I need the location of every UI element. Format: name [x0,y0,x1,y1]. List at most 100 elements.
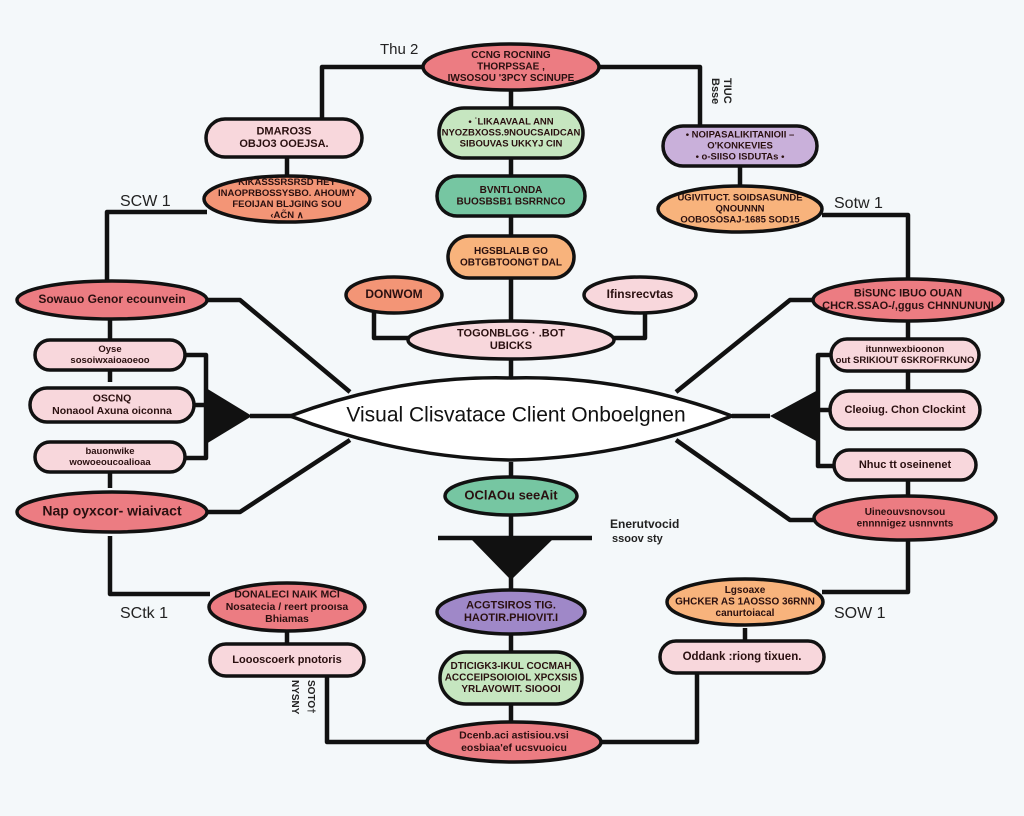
top-group-label: Thu 2 [380,41,418,58]
edge-tr2-right [822,212,911,285]
node-label-line: Oddank :riong tixuen. [683,651,802,663]
node-label-line: itunnwexbioonon [866,344,945,355]
node-right-4[interactable]: Nhuc tt oseinenet [832,448,978,482]
node-shape [208,642,366,678]
edge-left-to-center-upper [205,297,352,394]
node-label-line: Ifinsrecvtas [607,287,674,301]
center-node-title: Visual Clisvatace Client Onboelgnen [346,404,685,427]
node-label-line: wowoeoucoalioaa [68,457,151,468]
node-shape [207,581,367,633]
node-shape [425,720,603,764]
node-top-7[interactable]: Ifinsrecvtas [582,275,698,315]
node-label-line: HAOTIR.PHIOVIT.I [464,612,558,624]
node-label-line: QNOUNNN [715,204,764,215]
bottom-side-label-line-1: Enerutvocid [610,517,679,531]
node-label-line: Nosatecia / reert prooısa [226,601,349,613]
node-label-line: eosbiaa'ef ucsvuoicu [461,742,567,754]
node-shape [421,42,601,92]
node-label-line: ACCCEIPSOIOIOL XPCXSIS [445,673,578,684]
edge-br2-b4 [600,672,700,745]
node-label-line: NYOZBXOSS.9NOUCSAIDCAN [442,128,581,139]
bottom-left-group-label: SCtk 1 [120,605,168,622]
node-label-line: Cleoiug. Chon Clockint [845,404,966,416]
edge-insrecvtas [608,312,648,341]
node-label-line: • o-SIISO ISDUTAs • [696,151,785,162]
node-label-line: OClAOu seeAit [464,487,558,502]
edge-top-left-bracket [319,64,425,122]
node-shape [33,338,187,372]
node-label-line: • NOIPASALIKITANIOII – [686,130,795,141]
node-label-line: Loooscoerk pnotoris [232,654,341,666]
node-left-1[interactable]: Sowauo Genor ecounvein [15,279,209,321]
node-label-line: ‹AC̃N ∧ [270,209,303,221]
node-shape [406,319,616,361]
node-label-line: CHCR.SSAO-/,ggus CHNNUNUNI [822,300,994,312]
node-bottom-right-2[interactable]: Oddank :riong tixuen. [658,639,826,675]
top-right-vertical-line-1: Bsse [709,78,721,104]
node-shape [204,117,364,159]
node-bottom-1[interactable]: OClAOu seeAit [443,475,579,517]
node-label-line: Dcenb.aci astisiou.vsi [459,730,569,742]
node-label-line: DMARO3S [256,126,311,138]
node-shape [344,275,444,315]
node-shape [443,475,579,517]
node-top-right-2[interactable]: UGIVITUCT. SOIDSASUNDEQNOUNNNOOBOSOSAJ-1… [656,184,824,234]
center-node[interactable]: Visual Clisvatace Client Onboelgnen [285,376,737,462]
node-left-5[interactable]: Nap oyxcor- wiaivact [15,490,209,534]
bottom-left-vertical-label: NYSNY SOTO† [289,680,316,715]
node-shape [202,174,372,224]
node-shape [812,494,998,542]
node-label-line: FEOIJAN BLJGING SOU [232,199,341,210]
node-top-2[interactable]: • ˙LIKAAVAAL ANNNYOZBXOSS.9NOUCSAIDCANSI… [437,106,585,160]
node-label-line: UBICKS [490,340,532,352]
node-shape [435,174,587,218]
node-right-3[interactable]: Cleoiug. Chon Clockint [828,389,982,431]
node-top-6[interactable]: DONWOM [344,275,444,315]
node-label-line: canurtoiacal [716,608,775,619]
node-label-line: YRLAVOWIT. SIOOOI [461,684,560,695]
node-label-line: THORPSSAE , [477,62,545,73]
node-shape [658,639,826,675]
node-label-line: DONWOM [365,287,422,301]
node-label-line: DONALECI NAIK MCI [234,589,340,601]
node-label-line: INAOPRBOSSYSBO. AHOUMY [218,188,357,199]
top-right-group-label: Sotw 1 [834,195,883,212]
node-shape [661,124,819,168]
node-label-line: Nap oyxcor- wiaivact [42,503,182,519]
node-label-line: sosoiwxaioaoeoo [70,355,149,366]
bottom-side-label-line-2: ssoov sty [612,533,664,545]
node-bottom-2[interactable]: ACGTSIROS TIG.HAOTIR.PHIOVIT.I [435,588,587,636]
node-label-line: KIKASSSRSRSD HEY [238,177,336,188]
top-left-group-label: SCW 1 [120,193,171,210]
node-label-line: Nhuc tt oseinenet [859,459,952,471]
node-label-line: CCNG ROCNING [471,50,551,61]
node-label-line: Bhiamas [265,613,309,625]
node-top-right-1[interactable]: • NOIPASALIKITANIOII –O'KONKEVIES• o-SII… [661,124,819,168]
node-shape [33,440,187,474]
bottom-left-vertical-line-1: NYSNY [289,680,300,715]
node-shape [446,234,576,280]
node-label-line: BUOSBSB1 BSRRNCO [457,196,566,207]
node-shape [811,277,1005,323]
edge-left-to-bl1 [107,536,210,597]
node-shape [665,577,825,627]
node-bottom-left-2[interactable]: Loooscoerk pnotoris [208,642,366,678]
